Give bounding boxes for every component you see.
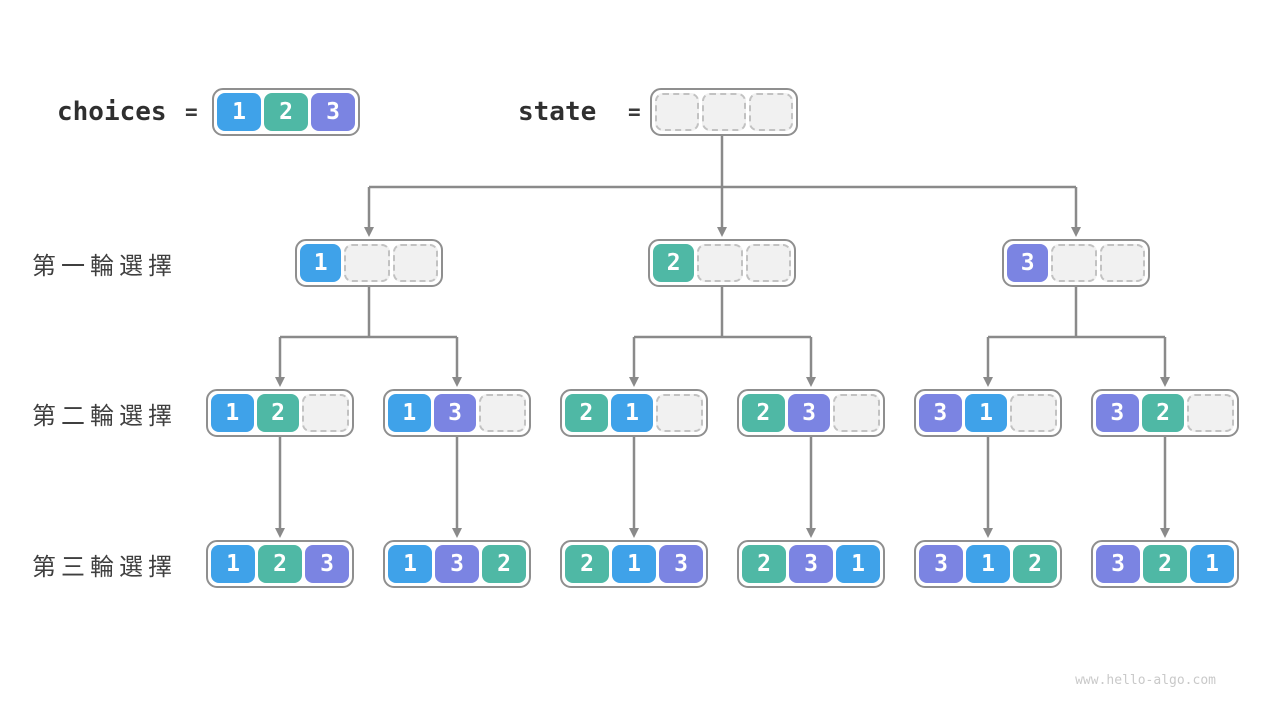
cell: 2 [1013,545,1057,583]
node-state-213: 2 1 3 [560,540,708,588]
choices-cell-1: 2 [264,93,308,131]
cell: 3 [1096,394,1139,432]
round-2-label: 第二輪選擇 [32,401,177,430]
node-state-21: 2 1 [560,389,708,437]
node-state-132: 1 3 2 [383,540,531,588]
cell: 2 [565,545,609,583]
cell: 1 [966,545,1010,583]
cell: 1 [610,394,654,432]
cell: 2 [1143,545,1187,583]
cell: 3 [919,394,962,432]
cell: 3 [1096,545,1140,583]
cell: 2 [742,394,785,432]
round-3-label: 第三輪選擇 [32,552,177,581]
node-state-32: 3 2 [1091,389,1239,437]
cell [392,244,438,282]
round2-connectors [275,287,1170,387]
cell [656,394,704,432]
node-state-1: 1 [295,239,443,287]
cell: 1 [388,545,432,583]
state-array [650,88,798,136]
cell: 2 [1141,394,1185,432]
state-cell-0 [655,93,699,131]
cell [1051,244,1097,282]
choices-cell-0: 1 [217,93,261,131]
cell: 3 [435,545,479,583]
node-state-23: 2 3 [737,389,885,437]
cell: 1 [388,394,431,432]
node-state-2: 2 [648,239,796,287]
cell: 2 [653,244,695,282]
cell: 3 [305,545,349,583]
node-state-12: 1 2 [206,389,354,437]
cell: 1 [211,394,254,432]
root-connectors [364,135,1081,237]
cell: 2 [742,545,786,583]
cell [1187,394,1235,432]
cell [1099,244,1145,282]
cell: 2 [256,394,300,432]
cell [833,394,881,432]
cell: 2 [565,394,608,432]
state-equals-sign: = [628,100,641,124]
state-cell-2 [749,93,793,131]
cell: 2 [258,545,302,583]
choices-label: choices [57,97,167,127]
choices-array: 1 2 3 [212,88,360,136]
round3-connectors [275,437,1170,538]
cell: 1 [964,394,1008,432]
cell: 3 [787,394,831,432]
node-state-123: 1 2 3 [206,540,354,588]
node-state-31: 3 1 [914,389,1062,437]
cell: 1 [300,244,342,282]
cell: 3 [659,545,703,583]
cell [697,244,743,282]
cell: 1 [836,545,880,583]
node-state-13: 1 3 [383,389,531,437]
cell: 1 [612,545,656,583]
node-state-321: 3 2 1 [1091,540,1239,588]
cell [1010,394,1058,432]
cell: 3 [1007,244,1049,282]
state-cell-1 [702,93,746,131]
cell: 3 [919,545,963,583]
cell: 1 [211,545,255,583]
node-state-231: 2 3 1 [737,540,885,588]
cell: 3 [789,545,833,583]
cell [745,244,791,282]
node-state-312: 3 1 2 [914,540,1062,588]
watermark: www.hello-algo.com [1075,673,1216,688]
cell: 2 [482,545,526,583]
round-1-label: 第一輪選擇 [32,251,177,280]
cell: 3 [433,394,477,432]
node-state-3: 3 [1002,239,1150,287]
cell [302,394,350,432]
choices-equals-sign: = [185,100,198,124]
choices-cell-2: 3 [311,93,355,131]
cell [479,394,527,432]
cell: 1 [1190,545,1234,583]
state-label: state [518,97,597,127]
cell [344,244,390,282]
